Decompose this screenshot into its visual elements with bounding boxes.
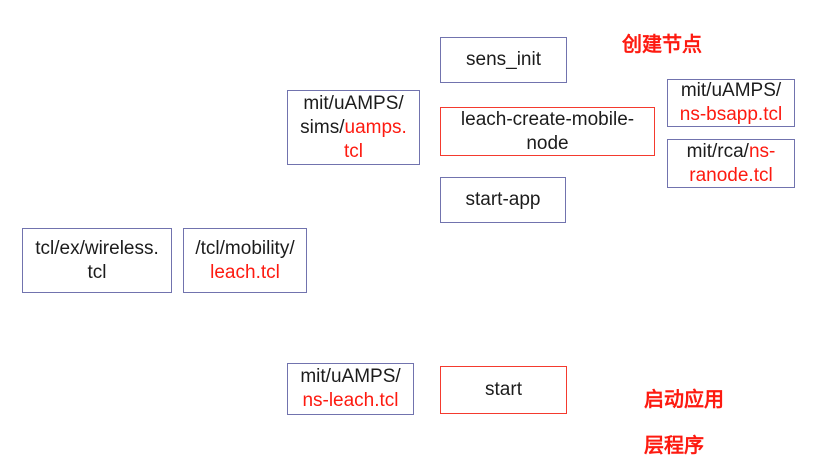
annotation-create-node: 创建节点 (622, 34, 702, 56)
file-path-line: mit/uAMPS/ (300, 366, 401, 387)
box-mobility-leach-tcl-path: /tcl/mobility/ leach.tcl (183, 228, 307, 293)
file-path-line: mit/uAMPS/ (303, 92, 404, 114)
file-path-line: /tcl/mobility/ (195, 237, 295, 259)
function-name: sens_init (466, 49, 541, 70)
path-segment-highlight: leach.tcl (210, 261, 280, 283)
box-ns-leach-tcl-path: mit/uAMPS/ ns-leach.tcl (287, 363, 414, 415)
box-ns-ranode-tcl-path: mit/rca/ns- ranode.tcl (667, 139, 795, 188)
function-name-line: leach-create-mobile- (460, 108, 635, 130)
annotation-start-app-layer: 启动应用 层程序 (644, 366, 724, 470)
path-segment: mit/rca/ (686, 140, 749, 162)
box-uamps-tcl-path: mit/uAMPS/ sims/uamps. tcl (287, 90, 420, 165)
box-wireless-tcl-path: tcl/ex/wireless. tcl (22, 228, 172, 293)
path-segment-highlight: uamps. (344, 116, 407, 138)
box-start-app: start-app (440, 177, 566, 223)
path-segment-highlight: ns- (748, 140, 776, 162)
file-path-line: tcl/ex/wireless. (35, 237, 159, 259)
function-name: start-app (465, 189, 541, 210)
path-segment-highlight: ns-bsapp.tcl (679, 104, 783, 125)
file-path-line: mit/rca/ns- (687, 140, 776, 164)
box-ns-bsapp-tcl-path: mit/uAMPS/ ns-bsapp.tcl (667, 79, 795, 127)
function-name: start (485, 379, 522, 400)
box-sens-init: sens_init (440, 37, 567, 83)
function-name-line: node (526, 132, 569, 154)
box-leach-create-mobile-node: leach-create-mobile- node (440, 107, 655, 156)
file-path-line: sims/uamps. (300, 116, 407, 140)
annotation-line: 启动应用 (644, 389, 724, 411)
path-segment-highlight: ns-leach.tcl (302, 390, 399, 411)
box-start: start (440, 366, 567, 414)
path-segment-highlight: tcl (344, 140, 363, 162)
path-segment: sims/ (300, 116, 345, 138)
file-path-line: tcl (87, 261, 107, 283)
path-segment-highlight: ranode.tcl (689, 164, 773, 186)
annotation-line: 层程序 (644, 435, 704, 457)
file-path-line: mit/uAMPS/ (680, 80, 782, 101)
